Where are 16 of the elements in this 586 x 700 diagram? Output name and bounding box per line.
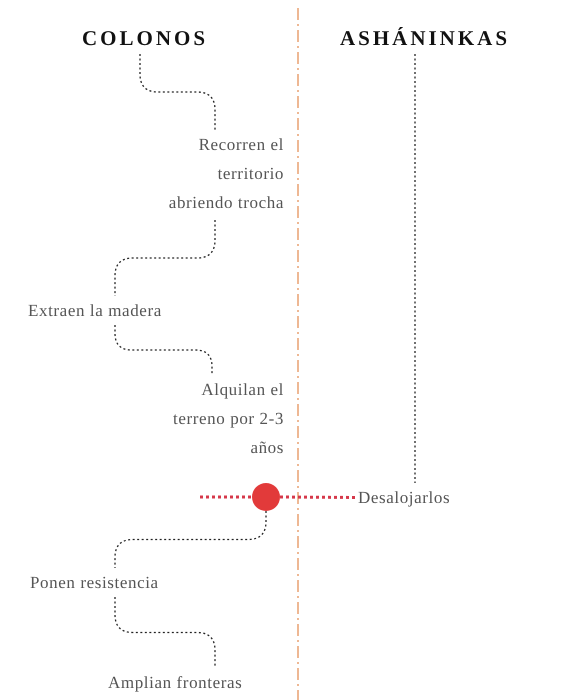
- step-text: Ponen resistencia: [30, 568, 220, 597]
- column-heading: COLONOS: [60, 24, 230, 54]
- step-text: Alquilan el terreno por 2-3 años: [154, 375, 284, 465]
- dotted-connector: [414, 54, 416, 483]
- step-text: Amplian fronteras: [108, 668, 298, 697]
- timeline-line: [200, 496, 252, 498]
- dotted-connector: [114, 325, 213, 375]
- step-text: Extraen la madera: [28, 296, 228, 325]
- dotted-connector: [114, 597, 216, 668]
- dotted-connector: [114, 220, 216, 296]
- dotted-connector: [114, 511, 267, 568]
- step-text: Desalojarlos: [358, 483, 488, 512]
- step-text: Recorren el territorio abriendo trocha: [150, 130, 284, 220]
- dotted-connector: [139, 54, 216, 130]
- column-heading: ASHÁNINKAS: [315, 24, 535, 54]
- event-dot: [252, 483, 280, 511]
